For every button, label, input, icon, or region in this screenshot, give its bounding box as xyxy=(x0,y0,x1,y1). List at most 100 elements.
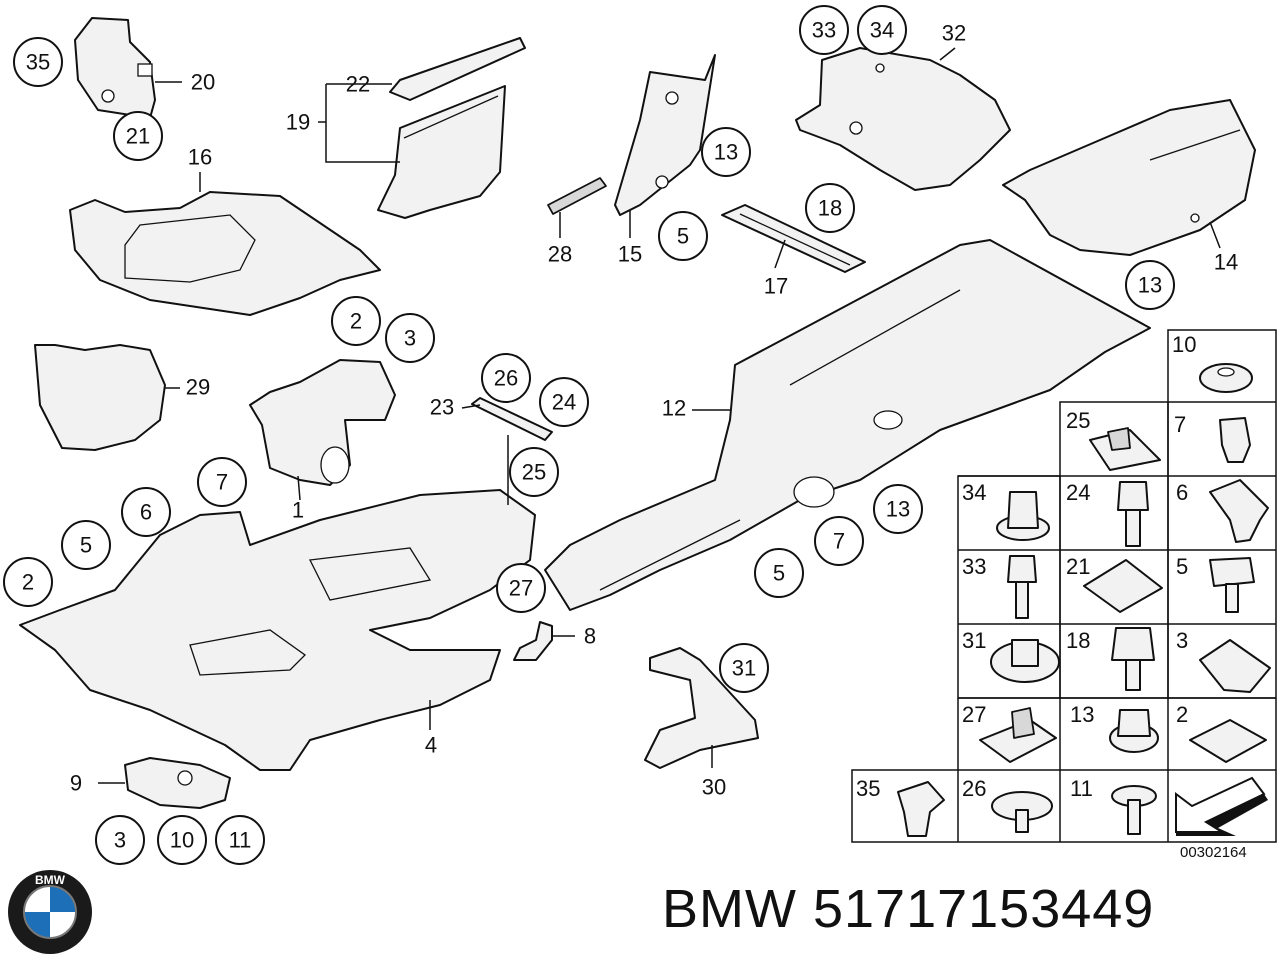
callout-12: 12 xyxy=(662,396,686,421)
part-underbody-4 xyxy=(19,489,536,771)
hex-nut-flange-icon xyxy=(996,491,1050,541)
grid-label-11: 11 xyxy=(1070,776,1093,801)
grid-label-5: 5 xyxy=(1176,554,1188,579)
bmw-logo: BMW xyxy=(8,870,92,954)
clip-fastener-icon xyxy=(1209,479,1269,543)
part-rail-17 xyxy=(721,204,866,273)
callout-21: 21 xyxy=(126,124,150,149)
callout-19: 19 xyxy=(286,110,310,135)
document-number: 00302164 xyxy=(1180,844,1247,861)
grid-label-10: 10 xyxy=(1172,332,1196,357)
screw-icon xyxy=(1007,555,1037,619)
part-duct-19 xyxy=(377,37,526,219)
callout-2-b: 2 xyxy=(22,570,34,595)
part-bracket-15 xyxy=(614,54,716,216)
callout-20: 20 xyxy=(191,70,215,95)
grid-label-6: 6 xyxy=(1176,480,1188,505)
callout-30: 30 xyxy=(702,775,726,800)
collar-screw-icon xyxy=(1209,557,1255,613)
part-shield-32 xyxy=(795,47,1011,191)
callout-35: 35 xyxy=(26,50,50,75)
callout-3-a: 3 xyxy=(404,326,416,351)
expansion-rivet-icon xyxy=(897,781,945,837)
callout-25: 25 xyxy=(522,460,546,485)
grid-label-2: 2 xyxy=(1176,702,1188,727)
weld-nut-icon xyxy=(1109,709,1159,753)
grid-label-13: 13 xyxy=(1070,702,1094,727)
callout-11: 11 xyxy=(229,828,252,853)
part-strip-28 xyxy=(547,177,607,215)
callout-26: 26 xyxy=(494,366,518,391)
stud-fastener-icon xyxy=(1111,785,1157,835)
hardware-grid: 10 25 7 34 24 6 33 21 5 31 18 3 27 13 2 … xyxy=(851,329,1277,843)
push-rivet-icon xyxy=(1219,417,1251,463)
callout-7-a: 7 xyxy=(216,470,228,495)
part-panel-16 xyxy=(69,191,381,316)
callout-5-a: 5 xyxy=(677,224,689,249)
callout-10: 10 xyxy=(170,828,194,853)
callout-29: 29 xyxy=(186,375,210,400)
grid-label-27: 27 xyxy=(962,702,986,727)
callout-13-c: 13 xyxy=(886,497,910,522)
part-cover-29 xyxy=(34,344,166,451)
callout-13-b: 13 xyxy=(1138,273,1162,298)
hex-bolt-icon xyxy=(1117,481,1149,547)
cage-nut-icon xyxy=(979,707,1057,763)
callout-5-b: 5 xyxy=(80,533,92,558)
grid-label-26: 26 xyxy=(962,776,986,801)
callout-34: 34 xyxy=(870,18,894,43)
callout-14: 14 xyxy=(1214,250,1238,275)
speed-nut-icon xyxy=(1189,719,1267,763)
grid-label-21: 21 xyxy=(1066,554,1090,579)
grid-label-7: 7 xyxy=(1174,412,1186,437)
callouts-circled: 35 21 33 34 13 5 18 13 2 3 26 24 25 7 6 … xyxy=(3,5,1175,865)
callout-16: 16 xyxy=(188,145,212,170)
callout-27: 27 xyxy=(509,576,533,601)
callout-8: 8 xyxy=(584,624,596,649)
grid-label-33: 33 xyxy=(962,554,986,579)
washer-icon xyxy=(1199,363,1253,393)
callouts-plain: 20 22 19 16 32 28 15 17 14 29 23 12 1 8 … xyxy=(70,21,1238,800)
callout-31: 31 xyxy=(732,656,756,681)
part-bracket-20 xyxy=(74,17,156,119)
callout-circle xyxy=(13,37,63,87)
nut-clip-icon xyxy=(1083,559,1163,613)
washer-screw-icon xyxy=(991,791,1053,833)
callout-33: 33 xyxy=(812,18,836,43)
callout-5-c: 5 xyxy=(773,561,785,586)
part-shield-14 xyxy=(1002,99,1256,256)
collar-bolt-icon xyxy=(1111,627,1155,691)
callout-7-b: 7 xyxy=(833,529,845,554)
grid-label-31: 31 xyxy=(962,628,986,653)
callout-17: 17 xyxy=(764,274,788,299)
callout-6: 6 xyxy=(140,500,152,525)
grid-label-34: 34 xyxy=(962,480,986,505)
grid-label-35: 35 xyxy=(856,776,880,801)
sheet-nut-icon xyxy=(1199,639,1271,693)
direction-arrow-icon xyxy=(1175,776,1268,836)
callout-22: 22 xyxy=(346,72,370,97)
part-mount-9 xyxy=(124,757,231,809)
leader-lines xyxy=(98,47,1221,784)
part-housing-1 xyxy=(249,359,396,486)
spring-nut-icon xyxy=(1089,427,1161,471)
part-number-caption: BMW 51717153449 xyxy=(662,879,1155,939)
grid-label-25: 25 xyxy=(1066,408,1090,433)
grid-label-3: 3 xyxy=(1176,628,1188,653)
callout-24: 24 xyxy=(552,390,576,415)
callout-1: 1 xyxy=(292,498,304,523)
callout-3-b: 3 xyxy=(114,828,126,853)
flange-nut-icon xyxy=(990,639,1060,683)
callout-2-a: 2 xyxy=(350,309,362,334)
grid-label-24: 24 xyxy=(1066,480,1090,505)
logo-text: BMW xyxy=(35,873,66,887)
callout-13-a: 13 xyxy=(714,140,738,165)
callout-28: 28 xyxy=(548,242,572,267)
callout-4: 4 xyxy=(425,733,437,758)
part-underbody-12 xyxy=(544,239,1151,611)
callout-9: 9 xyxy=(70,771,82,796)
grid-label-18: 18 xyxy=(1066,628,1090,653)
callout-23: 23 xyxy=(430,395,454,420)
part-clip-8 xyxy=(513,621,553,661)
